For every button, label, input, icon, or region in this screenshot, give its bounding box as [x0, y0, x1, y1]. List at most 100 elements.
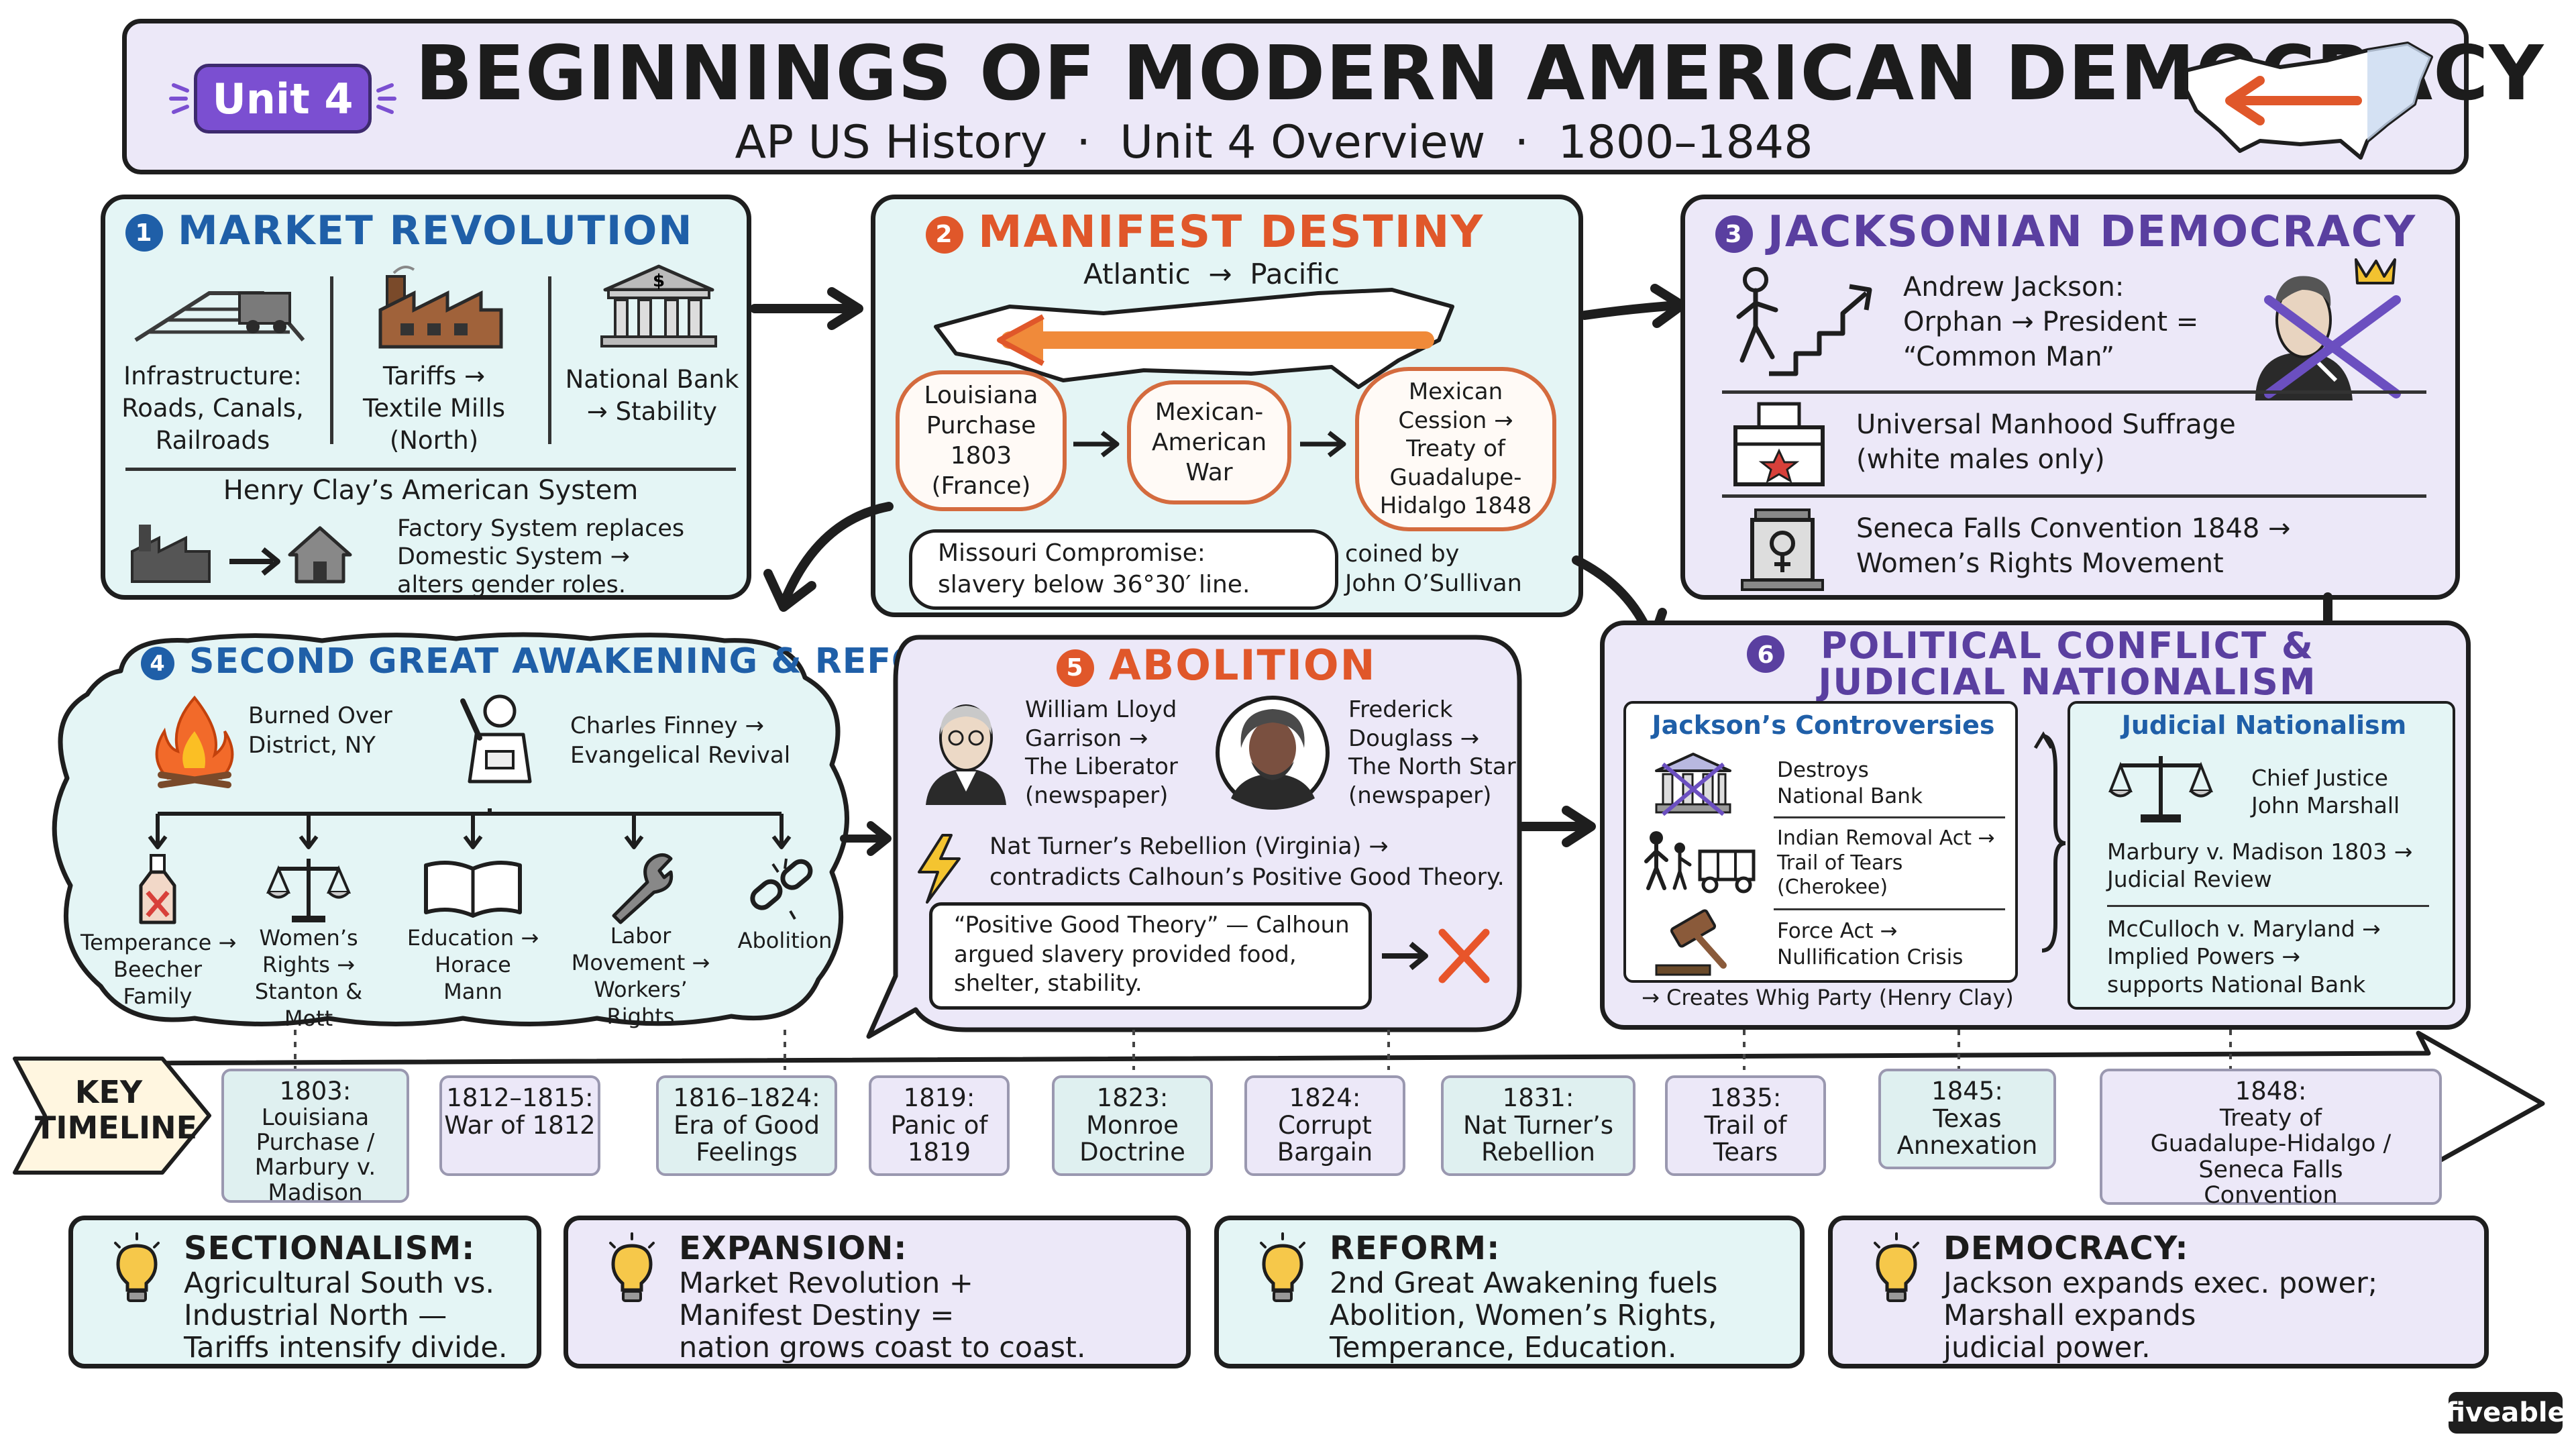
theme-heading: SECTIONALISM:: [184, 1230, 476, 1267]
page-subtitle: AP US History · Unit 4 Overview · 1800–1…: [735, 116, 1813, 169]
jackson-title-text: JACKSONIAN DEMOCRACY: [1768, 207, 2417, 257]
divider: [1774, 816, 2005, 818]
timeline-event: 1803:Louisiana Purchase / Marbury v. Mad…: [221, 1069, 409, 1205]
theme-democracy: DEMOCRACY: Jackson expands exec. power; …: [1828, 1216, 2489, 1368]
timeline-event: 1819:Panic of 1819: [869, 1075, 1010, 1176]
gavel-icon: [1655, 909, 1727, 976]
destroys-bank-text: Destroys National Bank: [1777, 758, 1923, 808]
divider: [2107, 905, 2429, 907]
scales-of-justice-icon: [2108, 756, 2213, 822]
lightning-icon: [918, 834, 961, 904]
us-map-icon: [2184, 42, 2433, 160]
trail-of-tears-icon: [1644, 831, 1756, 894]
nat-turner-text: Nat Turner’s Rebellion (Virginia) → cont…: [989, 833, 1505, 891]
reform-item-education: Education → Horace Mann: [407, 925, 539, 1004]
railroad-icon: [134, 291, 305, 342]
missouri-compromise-bubble: Missouri Compromise: slavery below 36°30…: [909, 529, 1338, 610]
burned-over-text: Burned Over District, NY: [248, 702, 392, 759]
theme-body: Agricultural South vs. Industrial North …: [184, 1267, 508, 1365]
unit-label: Unit 4: [194, 64, 372, 133]
cloud-shape: [52, 632, 849, 1026]
theme-heading: EXPANSION:: [679, 1230, 908, 1267]
factory-to-home-icon: [131, 525, 352, 584]
reform-item-labor: Labor Movement → Workers’ Rights: [571, 923, 710, 1029]
missouri-compromise-text: Missouri Compromise: slavery below 36°30…: [938, 539, 1250, 598]
flow-arrow-icon: [763, 502, 894, 612]
marbury-text: Marbury v. Madison 1803 → Judicial Revie…: [2107, 839, 2413, 893]
judicial-nationalism-box: Judicial Nationalism Chief Justice John …: [2068, 701, 2455, 1010]
lightbulb-icon: [1874, 1232, 1919, 1302]
preacher-icon: [460, 694, 532, 784]
jackson-controversies-box: Jackson’s Controversies Destroys Nationa…: [1623, 701, 2018, 983]
lightbulb-icon: [1260, 1232, 1305, 1302]
brand-text: fiveable: [2445, 1397, 2566, 1428]
section-number: 4: [141, 647, 174, 680]
theme-body: 2nd Great Awakening fuels Abolition, Wom…: [1330, 1267, 1718, 1365]
reform-item-womens-rights: Women’s Rights → Stanton & Mott: [254, 925, 363, 1031]
theme-body: Market Revolution + Manifest Destiny = n…: [679, 1267, 1086, 1365]
jacksonian-democracy-title: 3 JACKSONIAN DEMOCRACY: [1715, 207, 2416, 257]
timeline-event: 1824:Corrupt Bargain: [1244, 1075, 1405, 1176]
divider: [1722, 494, 2426, 498]
arrow-icon: [1300, 431, 1346, 458]
section-number: 6: [1757, 641, 1774, 669]
louisiana-purchase-card: Louisiana Purchase 1803 (France): [896, 370, 1067, 511]
header-banner: Unit 4 BEGINNINGS OF MODERN AMERICAN DEM…: [122, 19, 2544, 174]
podium-women-icon: [1741, 508, 1824, 591]
atlantic-pacific-text: Atlantic → Pacific: [1083, 258, 1340, 290]
abolition-title-text: ABOLITION: [1109, 641, 1377, 690]
seneca-falls-text: Seneca Falls Convention 1848 → Women’s R…: [1856, 513, 2291, 579]
bank-crossed-icon: [1655, 753, 1731, 816]
theme-sectionalism: SECTIONALISM: Agricultural South vs. Ind…: [68, 1216, 541, 1368]
badge-sparkle-icon: [169, 83, 396, 114]
book-icon: [424, 861, 522, 918]
broken-chain-icon: [750, 858, 813, 920]
section-number: 5: [1057, 649, 1094, 687]
temperance-bottle-icon: [139, 854, 176, 924]
national-bank-text: National Bank → Stability: [565, 365, 739, 427]
section-number: 3: [1715, 215, 1753, 254]
indian-removal-text: Indian Removal Act → Trail of Tears (Che…: [1777, 826, 1995, 900]
timeline-event: 1845:Texas Annexation: [1878, 1069, 2056, 1169]
jackson-portrait-icon: [2255, 258, 2401, 400]
timeline-event: 1816–1824:Era of Good Feelings: [656, 1075, 837, 1176]
timeline-event: 1812–1815:War of 1812: [439, 1075, 600, 1176]
chief-justice-text: Chief Justice John Marshall: [2251, 765, 2400, 819]
rejected-x-icon: [1382, 928, 1490, 983]
key-timeline-text: KEY TIMELINE: [35, 1074, 198, 1146]
reform-item-abolition: Abolition: [737, 928, 833, 953]
lightbulb-icon: [114, 1232, 160, 1302]
american-system-heading: Henry Clay’s American System: [223, 475, 639, 506]
whig-party-text: → Creates Whig Party (Henry Clay): [1642, 985, 2014, 1010]
flow-arrow-icon: [840, 821, 892, 856]
theme-heading: REFORM:: [1330, 1230, 1501, 1267]
section-number: 1: [125, 214, 163, 252]
timeline-event: 1835:Trail of Tears: [1665, 1075, 1826, 1176]
mexican-american-war-card: Mexican- American War: [1127, 380, 1291, 504]
charles-finney-text: Charles Finney → Evangelical Revival: [570, 712, 791, 769]
svg-text:$: $: [653, 271, 665, 291]
timeline-event: 1848:Treaty of Guadalupe-Hidalgo / Senec…: [2100, 1069, 2442, 1208]
divider: [548, 276, 551, 444]
factory-icon: [378, 266, 503, 349]
abolition-title: 5 ABOLITION: [1057, 641, 1376, 690]
positive-good-box: “Positive Good Theory” — Calhoun argued …: [929, 902, 1372, 1010]
theme-expansion: EXPANSION: Market Revolution + Manifest …: [564, 1216, 1191, 1368]
political-conflict-panel: 6 POLITICAL CONFLICT & JUDICIAL NATIONAL…: [1600, 621, 2471, 1030]
theme-heading: DEMOCRACY:: [1943, 1230, 2189, 1267]
theme-body: Jackson expands exec. power; Marshall ex…: [1943, 1267, 2378, 1365]
key-timeline-label: KEY TIMELINE: [8, 1052, 216, 1179]
infrastructure-text: Infrastructure: Roads, Canals, Railroads: [121, 362, 304, 455]
page-title: BEGINNINGS OF MODERN AMERICAN DEMOCRACY: [415, 30, 2544, 117]
flow-arrow-icon: [1580, 284, 1686, 328]
reform-item-temperance: Temperance → Beecher Family: [80, 930, 237, 1009]
divider: [330, 276, 333, 444]
branch-connector: [148, 808, 792, 849]
